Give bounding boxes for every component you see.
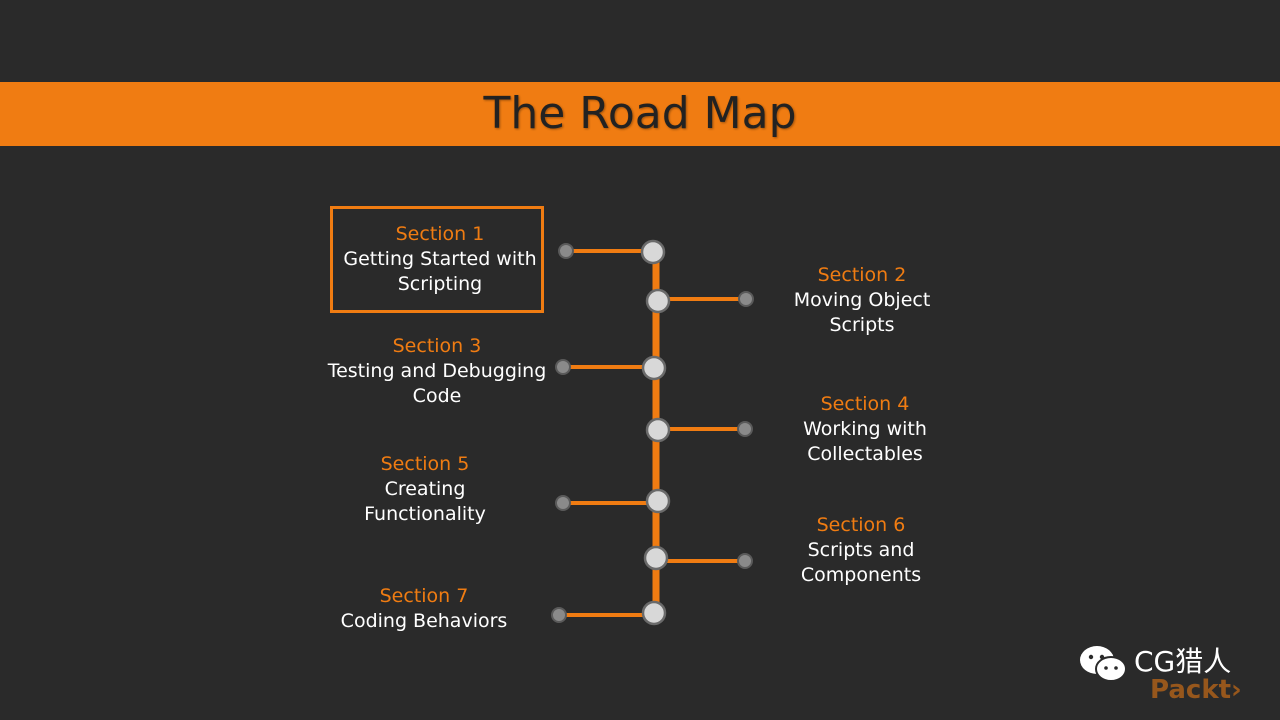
section-4-title: Working with Collectables bbox=[803, 418, 927, 465]
section-6-title: Scripts and Components bbox=[800, 539, 922, 586]
section-5-label: Section 5 Creating Functionality bbox=[350, 452, 500, 527]
section-5-title: Creating Functionality bbox=[364, 478, 486, 525]
section-5-heading: Section 5 bbox=[380, 453, 470, 475]
page-title: The Road Map bbox=[483, 88, 797, 139]
watermark: CG猎人 Packt› bbox=[1078, 640, 1268, 710]
current-section-highlight bbox=[330, 206, 544, 313]
section-6-heading: Section 6 bbox=[816, 514, 906, 536]
section-1-label: Section 1 Getting Started with Scripting bbox=[340, 222, 540, 297]
trunk-node-section-2 bbox=[645, 288, 671, 314]
section-7-label: Section 7 Coding Behaviors bbox=[334, 584, 514, 634]
section-2-heading: Section 2 bbox=[817, 264, 907, 286]
end-node-section-5 bbox=[555, 495, 571, 511]
end-node-section-4 bbox=[737, 421, 753, 437]
trunk-node-section-6 bbox=[643, 545, 669, 571]
wechat-icon bbox=[1080, 646, 1127, 682]
section-3-heading: Section 3 bbox=[392, 335, 482, 357]
end-node-section-2 bbox=[738, 291, 754, 307]
section-2-label: Section 2 Moving Object Scripts bbox=[778, 263, 946, 338]
section-1-title: Getting Started with Scripting bbox=[343, 248, 537, 295]
trunk-node-section-3 bbox=[641, 355, 667, 381]
trunk-node-section-1 bbox=[640, 239, 666, 265]
section-7-title: Coding Behaviors bbox=[340, 610, 508, 632]
section-7-heading: Section 7 bbox=[379, 585, 469, 607]
end-node-section-6 bbox=[737, 553, 753, 569]
section-6-label: Section 6 Scripts and Components bbox=[786, 513, 936, 588]
section-1-heading: Section 1 bbox=[395, 223, 485, 245]
section-3-label: Section 3 Testing and Debugging Code bbox=[322, 334, 552, 409]
section-2-title: Moving Object Scripts bbox=[793, 289, 931, 336]
trunk-node-section-7 bbox=[641, 600, 667, 626]
section-4-heading: Section 4 bbox=[820, 393, 910, 415]
section-3-title: Testing and Debugging Code bbox=[327, 360, 547, 407]
end-node-section-7 bbox=[551, 607, 567, 623]
end-node-section-1 bbox=[558, 243, 574, 259]
trunk-node-section-5 bbox=[645, 488, 671, 514]
trunk-node-section-4 bbox=[645, 417, 671, 443]
section-4-label: Section 4 Working with Collectables bbox=[790, 392, 940, 467]
watermark-channel: CG猎人 bbox=[1134, 645, 1232, 678]
packt-logo: Packt› bbox=[1150, 675, 1242, 705]
end-node-section-3 bbox=[555, 359, 571, 375]
title-band bbox=[0, 82, 1280, 146]
